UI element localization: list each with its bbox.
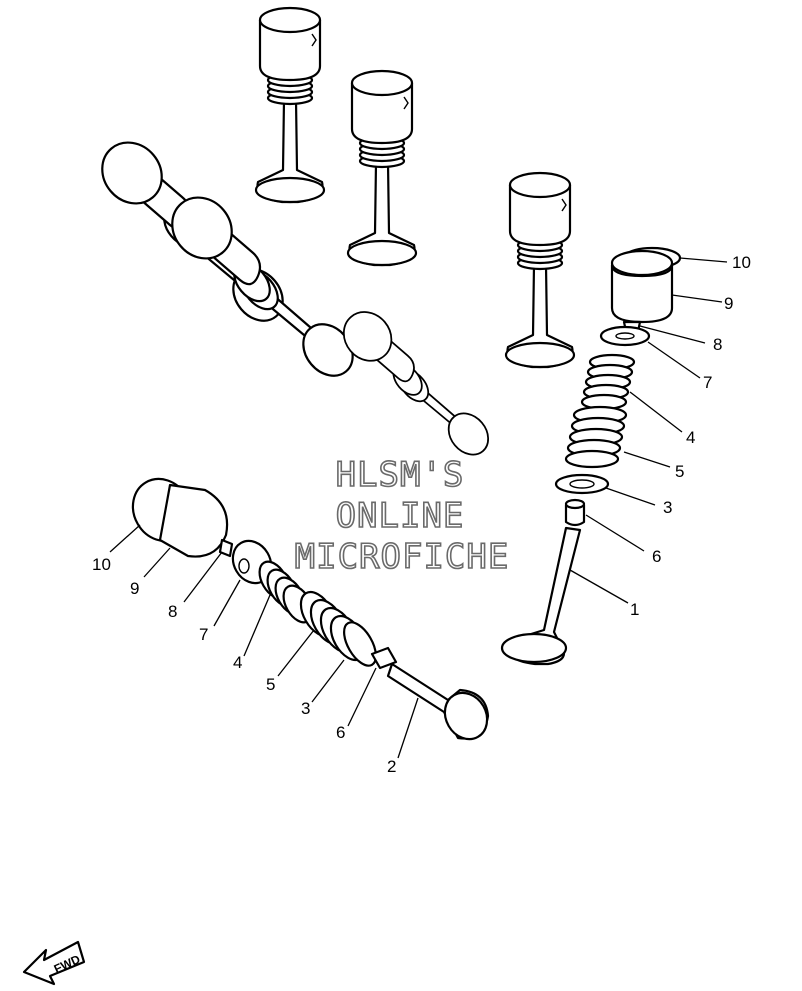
watermark-line-3: MICROFICHE	[295, 537, 510, 577]
spring-seat	[554, 473, 610, 495]
spring-seat	[343, 621, 377, 667]
tilted-valve-assembly	[158, 184, 364, 387]
callout-left-5: 4	[233, 653, 242, 672]
callout-right-5: 4	[686, 428, 695, 447]
exploded-intake-assembly	[131, 477, 490, 741]
callouts-left: 10 9 8 7 4 5 3 6 2	[92, 555, 396, 776]
outer-valve-spring	[258, 560, 314, 624]
inner-valve-spring	[564, 405, 628, 469]
valve-lifter	[610, 263, 674, 324]
callout-leaders-left	[109, 524, 419, 759]
callout-right-7: 3	[663, 498, 672, 517]
watermark: HLSM'S ONLINE MICROFICHE	[294, 454, 510, 578]
callout-left-7: 3	[301, 699, 310, 718]
callout-right-9: 1	[630, 600, 639, 619]
callout-right-4: 7	[703, 373, 712, 392]
callout-left-6: 5	[266, 675, 275, 694]
callout-left-2: 9	[130, 579, 139, 598]
exploded-exhaust-assembly	[500, 246, 682, 666]
valve-lifter	[158, 483, 229, 558]
callout-right-1: 10	[732, 253, 751, 272]
intake-valve-assembly	[346, 69, 418, 267]
callout-left-3: 8	[168, 602, 177, 621]
forward-direction-arrow: FWD	[22, 940, 86, 986]
callout-leaders-right	[569, 257, 728, 604]
valve-cotter	[218, 538, 234, 558]
intake-valve-assembly	[254, 6, 326, 204]
tilted-valve-assembly	[333, 301, 498, 464]
valve-stem-seal	[370, 646, 398, 670]
callout-left-1: 10	[92, 555, 111, 574]
callout-right-6: 5	[675, 462, 684, 481]
callouts-right: 10 9 8 7 4 5 3 6 1	[630, 253, 751, 619]
watermark-line-1: HLSM'S	[336, 455, 465, 495]
valve-retainer	[599, 325, 651, 347]
outer-valve-spring	[580, 353, 636, 411]
callout-right-8: 6	[652, 547, 661, 566]
callout-left-9: 2	[387, 757, 396, 776]
callout-right-2: 9	[724, 294, 733, 313]
callout-left-8: 6	[336, 723, 345, 742]
callout-right-3: 8	[713, 335, 722, 354]
watermark-line-2: ONLINE	[336, 496, 465, 536]
exhaust-valve-assembly	[504, 171, 576, 369]
callout-left-4: 7	[199, 625, 208, 644]
